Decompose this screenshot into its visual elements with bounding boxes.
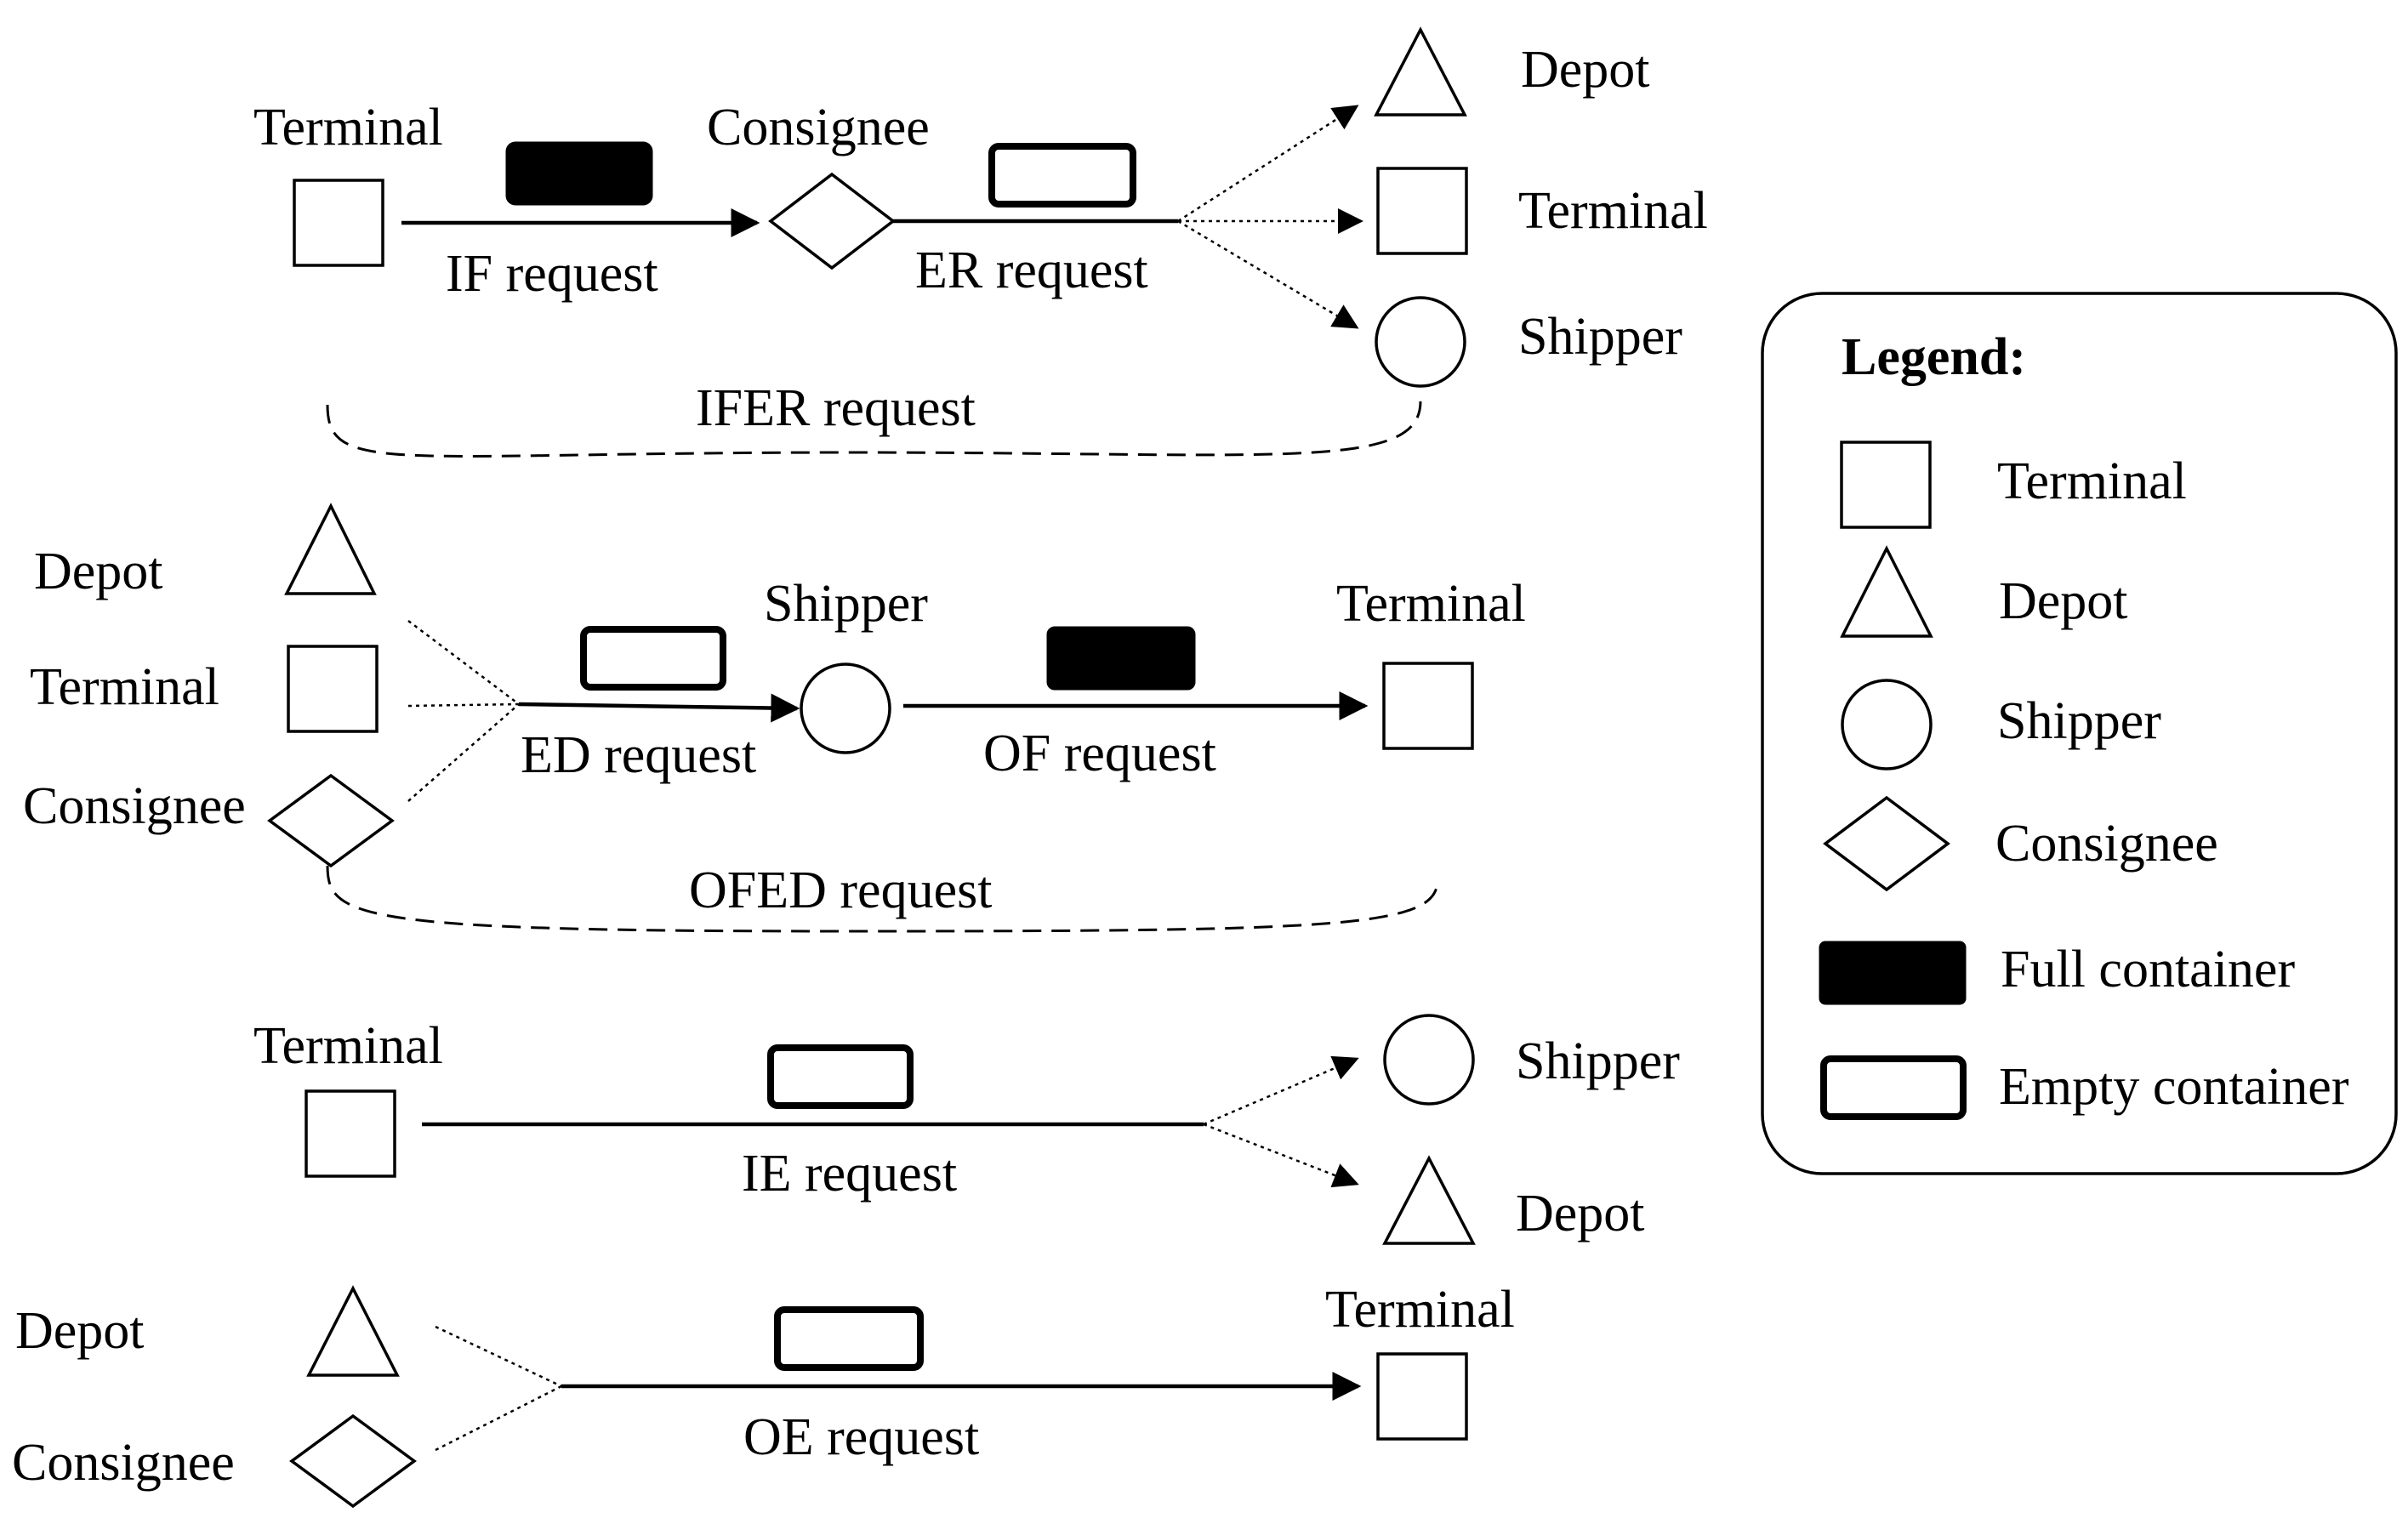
- ifer-combined-label: IFER request: [696, 379, 976, 437]
- ofed-shipper-icon: [800, 662, 891, 754]
- ie-origin-label: Terminal: [253, 1017, 443, 1075]
- ofed-depot-feed: [407, 620, 520, 705]
- ifer-dest-terminal-label: Terminal: [1518, 182, 1708, 240]
- ofed-depot-icon: [284, 503, 377, 595]
- ie-dest-shipper-label: Shipper: [1516, 1032, 1680, 1090]
- ie-origin-terminal-icon: [305, 1089, 396, 1178]
- er-to-shipper-arrow: [1177, 219, 1359, 329]
- ifer-consignee-icon: [768, 172, 896, 270]
- oe-depot-icon: [306, 1285, 400, 1377]
- ifer-full-container-icon: [505, 141, 653, 206]
- ofed-consignee-icon: [267, 773, 395, 868]
- oe-end-label: Terminal: [1325, 1281, 1515, 1339]
- legend-terminal-label: Terminal: [1997, 452, 2187, 510]
- ie-depot-icon: [1382, 1155, 1476, 1245]
- oe-src-depot-label: Depot: [15, 1302, 145, 1360]
- ie-to-depot-arrow: [1203, 1123, 1359, 1188]
- ifer-middle-label: Consignee: [707, 99, 930, 156]
- ed-request-arrow: [518, 693, 800, 723]
- ifer-origin-terminal-icon: [293, 179, 384, 267]
- legend-full-container-icon: [1819, 941, 1967, 1005]
- if-request-label: IF request: [446, 245, 658, 303]
- ifer-shipper-icon: [1375, 296, 1466, 388]
- oe-flow: Depot Consignee OE request Terminal: [12, 1281, 1515, 1509]
- oe-depot-feed: [435, 1325, 562, 1388]
- ofed-combined-label: OFED request: [689, 862, 992, 919]
- ifer-origin-label: Terminal: [253, 99, 443, 156]
- ofed-terminal-feed: [407, 702, 520, 708]
- ofed-end-label: Terminal: [1336, 575, 1526, 633]
- ofed-flow: Depot Terminal Consignee ED request Ship…: [23, 503, 1526, 933]
- ofed-terminal-icon: [287, 645, 379, 733]
- ifer-combined-brace: [326, 401, 1422, 458]
- legend-terminal-icon: [1840, 441, 1932, 529]
- legend-empty-container-label: Empty container: [1999, 1058, 2349, 1116]
- oe-src-consignee-label: Consignee: [12, 1434, 235, 1492]
- er-to-depot-arrow: [1177, 105, 1359, 223]
- ie-empty-container-icon: [767, 1044, 914, 1109]
- oe-consignee-icon: [289, 1413, 417, 1509]
- ofed-middle-label: Shipper: [764, 575, 928, 633]
- ofed-src-terminal-label: Terminal: [30, 658, 219, 716]
- ofed-empty-container-icon: [580, 626, 726, 691]
- ie-request-label: IE request: [742, 1145, 957, 1203]
- legend: Legend: Terminal Depot Shipper Consignee…: [1761, 292, 2398, 1175]
- oe-end-terminal-icon: [1376, 1352, 1468, 1441]
- legend-shipper-icon: [1841, 679, 1933, 771]
- ifer-terminal-icon: [1376, 167, 1468, 255]
- ie-shipper-icon: [1383, 1014, 1475, 1106]
- legend-consignee-label: Consignee: [1995, 815, 2218, 873]
- ofed-full-container-icon: [1046, 626, 1196, 691]
- oe-empty-container-icon: [774, 1306, 924, 1371]
- ed-request-label: ED request: [521, 726, 756, 784]
- ie-dest-depot-label: Depot: [1516, 1185, 1645, 1243]
- oe-consignee-feed: [435, 1385, 562, 1452]
- legend-shipper-label: Shipper: [1997, 692, 2161, 750]
- legend-title: Legend:: [1842, 328, 2026, 386]
- legend-depot-label: Depot: [1999, 572, 2128, 630]
- ofed-end-terminal-icon: [1382, 662, 1474, 750]
- er-request-label: ER request: [915, 242, 1148, 299]
- legend-depot-icon: [1840, 545, 1933, 638]
- ifer-dest-depot-label: Depot: [1521, 41, 1650, 99]
- legend-full-container-label: Full container: [2001, 941, 2295, 998]
- ofed-src-consignee-label: Consignee: [23, 777, 246, 835]
- ie-flow: Terminal IE request Shipper Depot: [253, 1014, 1680, 1245]
- ie-to-shipper-arrow: [1203, 1055, 1359, 1126]
- ifer-empty-container-icon: [988, 143, 1136, 208]
- legend-empty-container-icon: [1820, 1055, 1967, 1120]
- of-request-label: OF request: [983, 725, 1216, 782]
- ifer-flow: Terminal IF request Consignee ER request…: [253, 26, 1708, 458]
- oe-request-label: OE request: [743, 1408, 979, 1466]
- ofed-combined-brace: [326, 865, 1439, 933]
- ofed-src-depot-label: Depot: [34, 543, 163, 600]
- ifer-depot-icon: [1374, 26, 1467, 117]
- ofed-consignee-feed: [407, 703, 520, 802]
- legend-consignee-icon: [1823, 795, 1950, 892]
- ifer-dest-shipper-label: Shipper: [1518, 308, 1682, 366]
